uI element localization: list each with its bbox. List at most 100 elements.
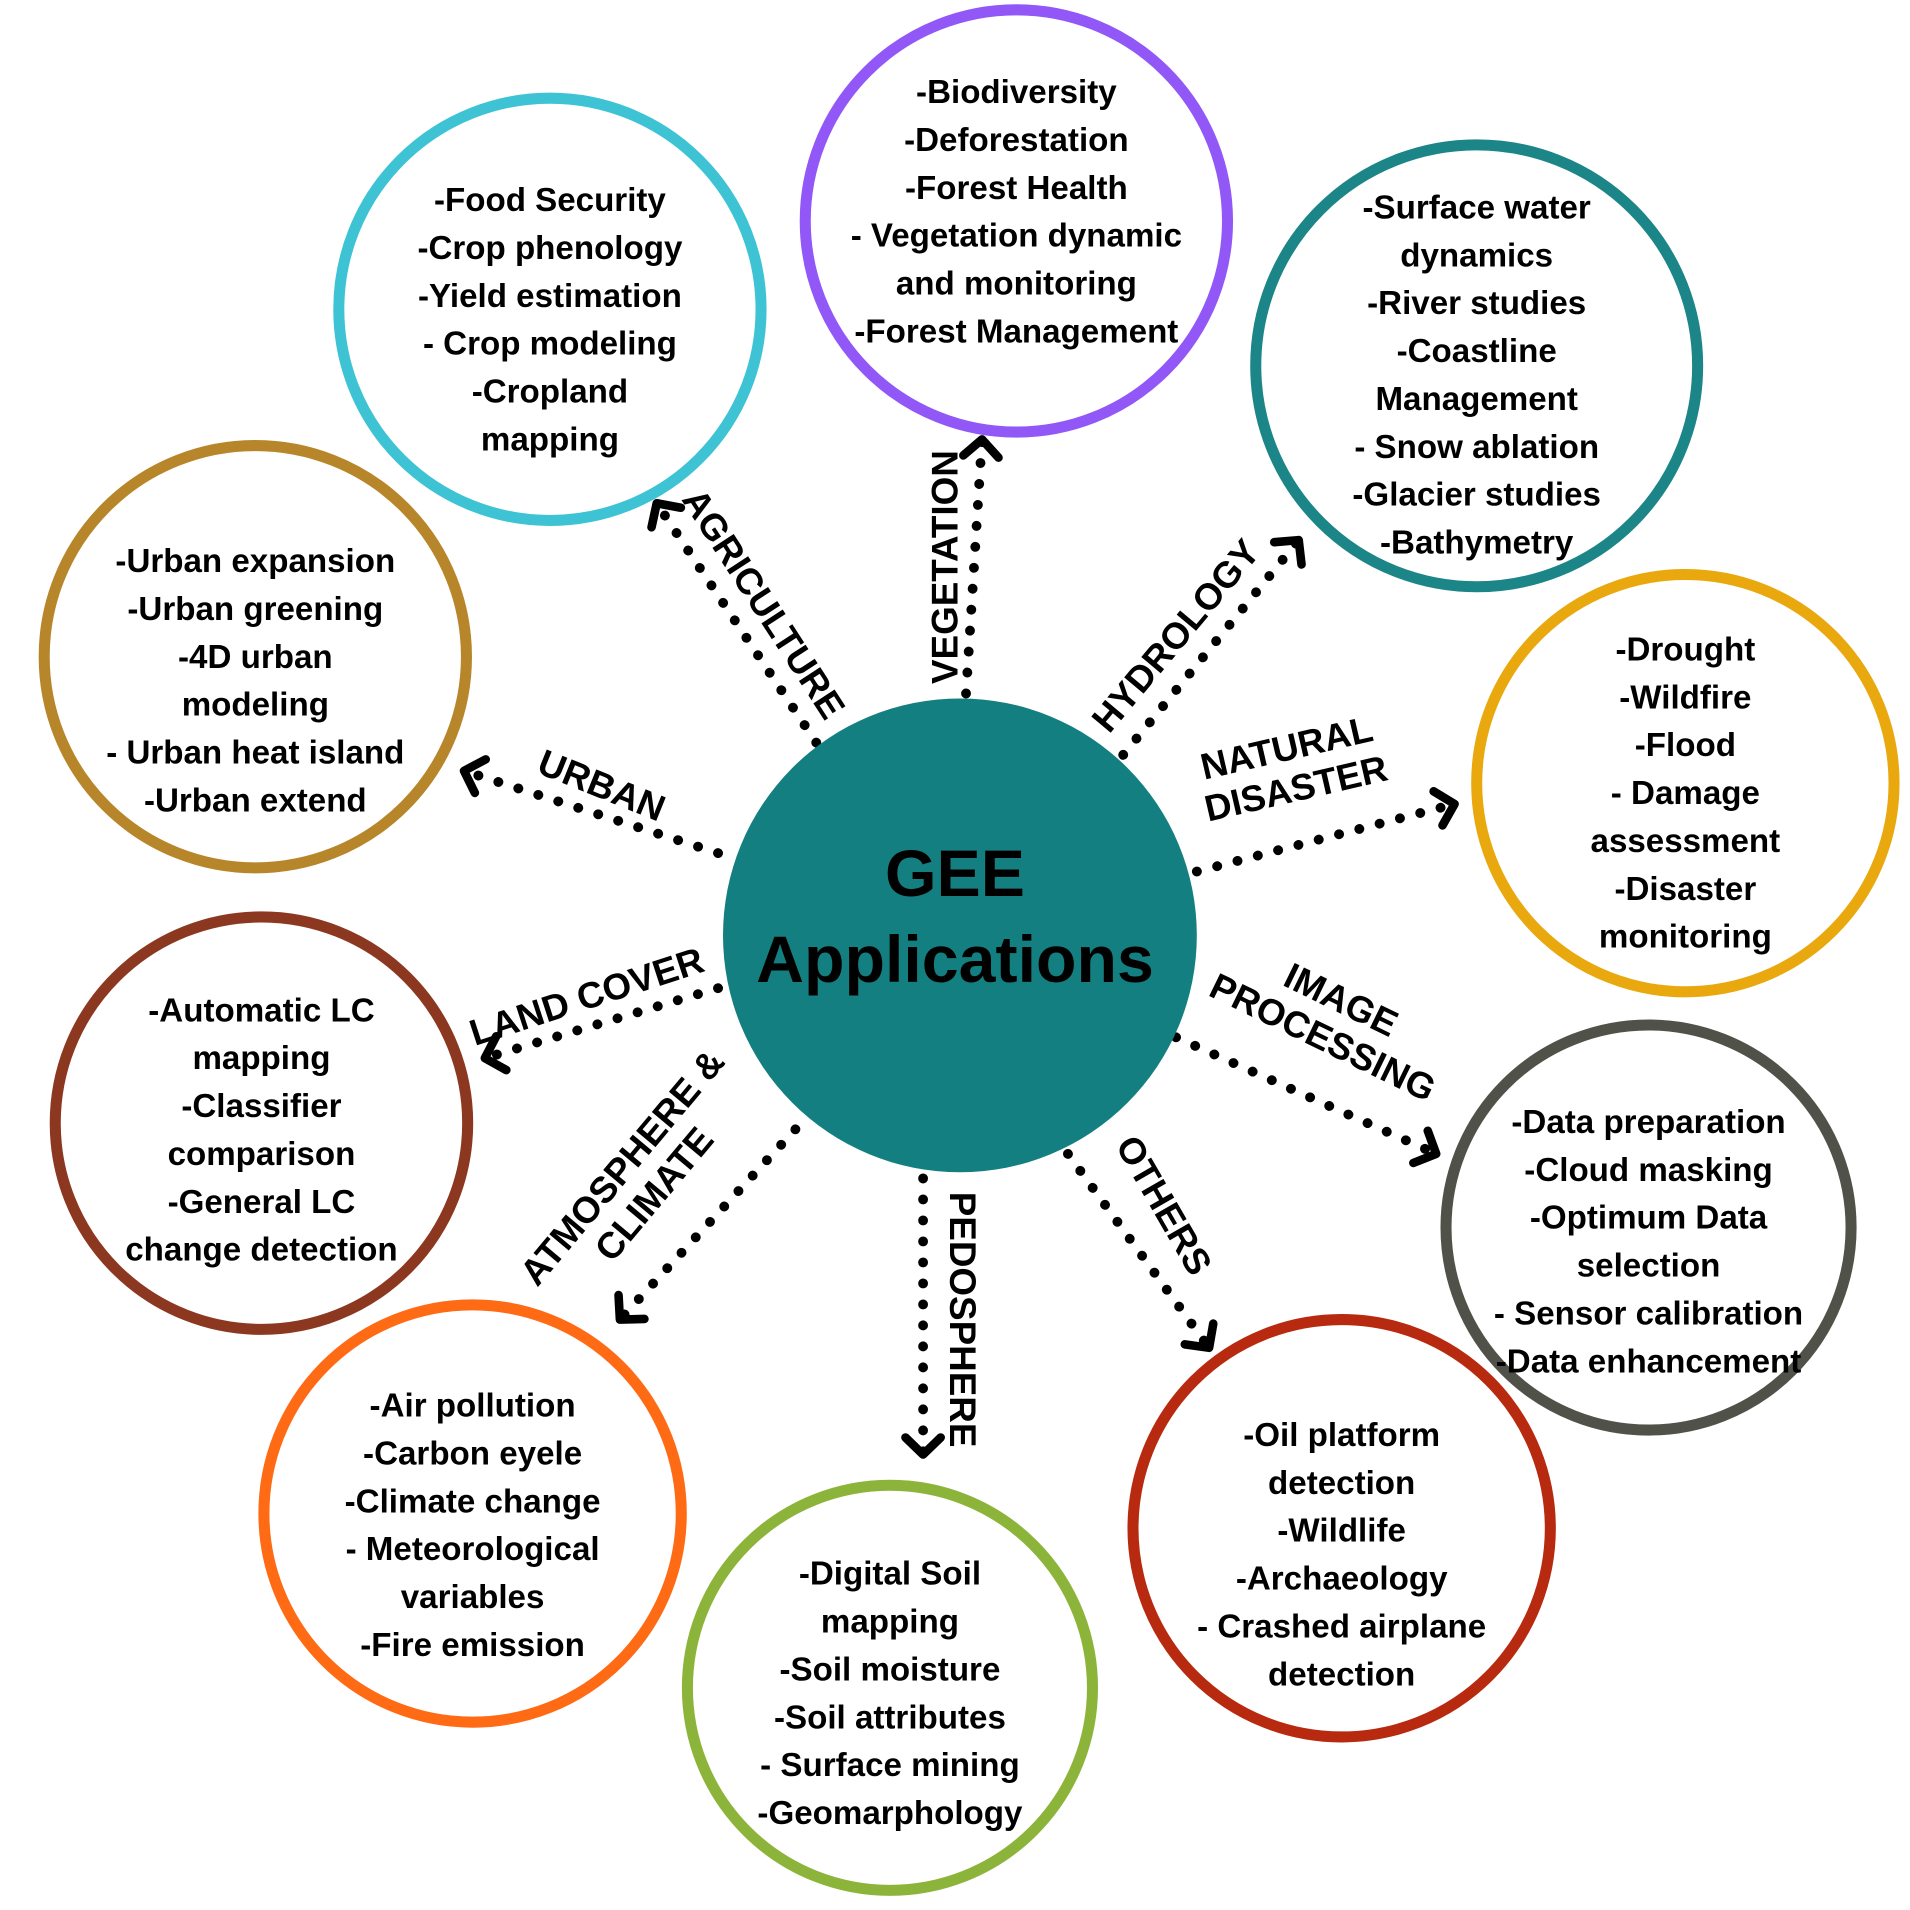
others-item: -Wildlife [1277,1513,1406,1550]
natural-disaster-item: -Drought [1615,631,1755,668]
atmosphere-climate-label: ATMOSPHERE &CLIMATE [512,1042,732,1293]
others-item: -Oil platform [1243,1417,1440,1454]
agriculture-label-text: AGRICULTURE [674,481,853,726]
pedosphere-label-text: PEDOSPHERE [942,1192,983,1448]
category-vegetation: -Biodiversity -Deforestation -Forest Healt… [799,4,1234,699]
land-cover-label-text: LAND COVER [465,939,709,1053]
others-arrowhead-icon [1180,1319,1218,1353]
atmosphere-climate-arrow-line [614,1124,801,1325]
center-title-line1: GEE [885,837,1025,911]
pedosphere-label: PEDOSPHERE [942,1192,983,1448]
hydrology-item: - Snow ablation [1354,429,1599,466]
others-item: -Archaeology [1236,1561,1448,1598]
land-cover-item: -General LC [168,1184,356,1221]
urban-item: -Urban extend [144,782,367,819]
others-label-text: OTHERS [1108,1129,1220,1282]
urban-item: modeling [182,687,329,724]
vegetation-item: -Biodiversity [916,74,1117,111]
agriculture-item: -Crop phenology [417,230,683,267]
natural-disaster-item: -Disaster [1614,871,1756,908]
vegetation-label: VEGETATION [924,450,965,684]
agriculture-item: -Cropland [472,374,628,411]
urban-item: - Urban heat island [106,735,404,772]
others-item: detection [1268,1656,1415,1693]
others-item: detection [1268,1465,1415,1502]
hydrology-item: Management [1375,381,1577,418]
agriculture-item: mapping [481,421,619,458]
agriculture-arrowhead-icon [647,498,686,532]
hydrology-item: -Bathymetry [1380,525,1574,562]
pedosphere-item: -Geomarphology [757,1795,1023,1832]
hydrology-item: -Glacier studies [1352,477,1601,514]
vegetation-arrow-line [961,434,987,699]
image-processing-item: -Data preparation [1511,1104,1785,1141]
agriculture-item: -Yield estimation [418,278,682,315]
center-node: GEE Applications [723,698,1197,1173]
hydrology-item: -Coastline [1397,333,1557,370]
hydrology-arrowhead-icon [1269,535,1306,569]
natural-disaster-circle [1471,568,1900,998]
land-cover-item: -Classifier [181,1088,341,1125]
urban-item: -Urban expansion [115,543,395,580]
hydrology-item: -River studies [1367,285,1586,322]
image-processing-item: - Sensor calibration [1494,1295,1803,1332]
category-image-processing: -Data preparation-Cloud masking-Optimum … [1171,955,1857,1436]
natural-disaster-item: -Wildfire [1619,679,1751,716]
land-cover-arrow-line [479,983,724,1064]
atmosphere-climate-item: -Climate change [345,1483,601,1520]
pedosphere-arrowhead-icon [901,1433,945,1459]
land-cover-item: -Automatic LC [148,992,374,1029]
atmosphere-climate-item: - Meteorological [346,1531,600,1568]
natural-disaster-arrowhead-icon [1429,787,1459,830]
others-arrow-line [1063,1148,1215,1353]
natural-disaster-item: - Damage [1611,775,1760,812]
vegetation-item: -Forest Management [854,313,1178,350]
pedosphere-item: -Digital Soil [799,1556,981,1593]
land-cover-item: change detection [125,1232,397,1269]
image-processing-arrowhead-icon [1409,1126,1441,1168]
agriculture-circle [333,92,767,526]
image-processing-item: -Cloud masking [1524,1152,1772,1189]
urban-arrow-line [459,765,724,859]
agriculture-item: -Food Security [434,182,666,219]
others-item: - Crashed airplane [1197,1608,1486,1645]
agriculture-item: - Crop modeling [423,326,677,363]
pedosphere-item: -Soil moisture [780,1651,1001,1688]
vegetation-item: -Forest Health [905,170,1128,207]
vegetation-item: -Deforestation [904,122,1129,159]
urban-circle [38,440,472,874]
image-processing-item: -Data enhancement [1496,1343,1802,1380]
pedosphere-item: -Soil attributes [774,1699,1006,1736]
agriculture-label: AGRICULTURE [674,481,853,726]
hydrology-item: -Surface water [1363,189,1591,226]
land-cover-circle [49,911,474,1335]
atmosphere-climate-item: variables [401,1579,545,1616]
urban-item: -Urban greening [127,591,383,628]
natural-disaster-item: assessment [1591,823,1781,860]
vegetation-item: - Vegetation dynamic [851,218,1182,255]
hydrology-item: dynamics [1400,237,1553,274]
vegetation-arrowhead-icon [959,435,1003,462]
hydrology-label-text: HYDROLOGY [1084,532,1268,740]
atmosphere-climate-item: -Carbon eyele [363,1435,582,1472]
vegetation-circle [799,4,1234,438]
category-natural-disaster: -Drought-Wildfire-Flood- Damageassessmen… [1191,568,1900,998]
hydrology-arrow-line [1118,535,1304,760]
center-title-line2: Applications [756,923,1154,997]
land-cover-item: comparison [168,1136,356,1173]
vegetation-item: and monitoring [896,266,1137,303]
agriculture-arrow-line [651,498,822,748]
category-others: -Oil platform detection -Wildlife -Archaeol… [1063,1129,1556,1743]
hydrology-label: HYDROLOGY [1084,532,1268,740]
atmosphere-climate-circle [258,1299,687,1728]
hydrology-circle [1250,139,1704,593]
natural-disaster-arrow-line [1191,799,1460,877]
vegetation-label-text: VEGETATION [924,450,965,684]
urban-item: -4D urban [178,639,333,676]
others-label: OTHERS [1108,1129,1220,1282]
image-processing-item: selection [1577,1248,1721,1285]
pedosphere-item: - Surface mining [760,1747,1020,1784]
